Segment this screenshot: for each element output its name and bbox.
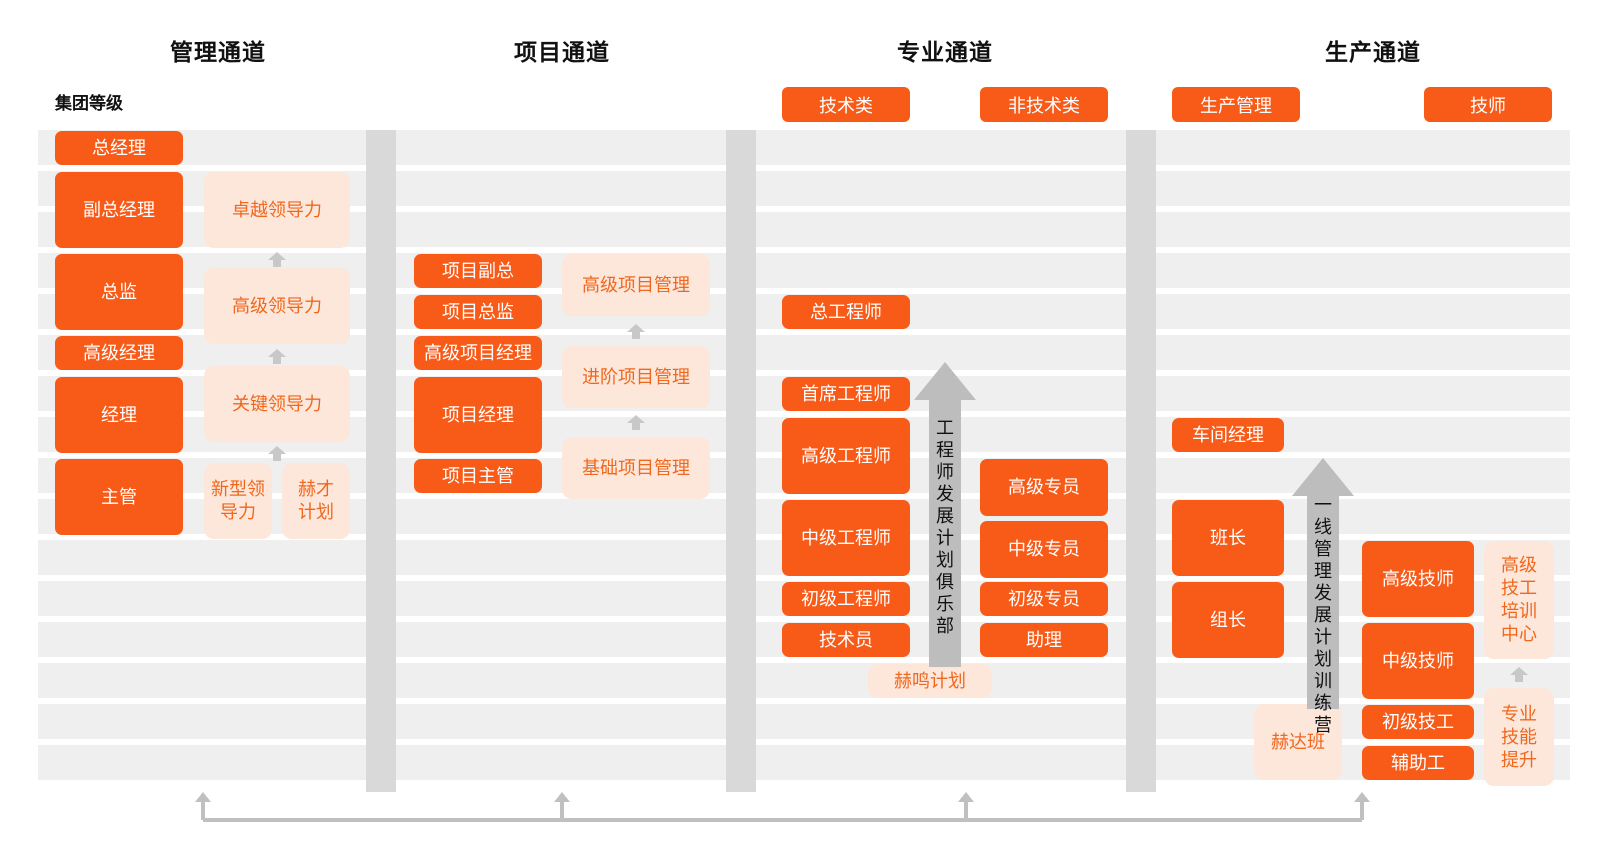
tag-non-technical: 非技术类: [980, 87, 1108, 122]
program-senior-project-mgmt: 高级项目管理: [562, 254, 710, 316]
vertical-char: 发: [936, 484, 954, 505]
prod-junior-technician: 初级技工: [1362, 705, 1474, 739]
tag-production-management: 生产管理: [1172, 87, 1300, 122]
column-divider: [366, 130, 396, 792]
nontech-junior-specialist: 初级专员: [980, 582, 1108, 616]
group-level-label: 集团等级: [55, 94, 123, 114]
vertical-char: 展: [936, 506, 954, 527]
mgmt-level-manager: 经理: [55, 377, 183, 453]
tech-technician: 技术员: [782, 623, 910, 657]
vertical-char: 营: [1314, 715, 1332, 736]
tag-technical: 技术类: [782, 87, 910, 122]
tech-senior-engineer: 高级工程师: [782, 418, 910, 494]
vertical-char: 乐: [936, 594, 954, 615]
vertical-char: 俱: [936, 572, 954, 593]
vertical-char: 理: [1314, 561, 1332, 582]
tech-principal-engineer: 首席工程师: [782, 377, 910, 411]
project-level-deputy-gm: 项目副总: [414, 254, 542, 288]
nontech-mid-specialist: 中级专员: [980, 521, 1108, 578]
up-arrow-icon: [1510, 667, 1528, 682]
vertical-char: 工: [936, 418, 954, 439]
engineer-club-label: 工程师发展计划俱乐部: [934, 418, 956, 638]
mgmt-level-director: 总监: [55, 254, 183, 330]
row-band: [38, 130, 1570, 165]
program-advanced-project-mgmt: 进阶项目管理: [562, 346, 710, 408]
vertical-char: 展: [1314, 605, 1332, 626]
prod-workshop-manager: 车间经理: [1172, 418, 1284, 452]
prod-team-leader: 班长: [1172, 500, 1284, 576]
up-arrow-icon: [268, 446, 286, 461]
vertical-char: 发: [1314, 583, 1332, 604]
project-level-director: 项目总监: [414, 295, 542, 329]
program-excellent-leadership: 卓越领导力: [204, 172, 350, 248]
program-heming: 赫鸣计划: [868, 664, 992, 698]
header-production: 生产通道: [1325, 40, 1421, 66]
tech-junior-engineer: 初级工程师: [782, 582, 910, 616]
header-professional: 专业通道: [897, 40, 993, 66]
program-heda: 赫达班: [1254, 704, 1342, 780]
mgmt-level-senior-manager: 高级经理: [55, 336, 183, 370]
up-arrow-icon: [268, 349, 286, 364]
vertical-char: 划: [936, 550, 954, 571]
frontline-camp-arrow: [1292, 458, 1354, 709]
up-arrow-icon: [627, 324, 645, 339]
vertical-char: 计: [936, 528, 954, 549]
vertical-char: 划: [1314, 649, 1332, 670]
tech-chief-engineer: 总工程师: [782, 295, 910, 329]
header-management: 管理通道: [170, 40, 266, 66]
program-key-leadership: 关键领导力: [204, 366, 350, 442]
prod-senior-technician: 高级技师: [1362, 541, 1474, 617]
program-senior-leadership: 高级领导力: [204, 268, 350, 344]
up-arrow-icon: [1354, 792, 1370, 802]
vertical-char: 训: [1314, 671, 1332, 692]
program-basic-project-mgmt: 基础项目管理: [562, 437, 710, 499]
nontech-assistant: 助理: [980, 623, 1108, 657]
up-arrow-icon: [195, 792, 211, 802]
vertical-char: 师: [936, 462, 954, 483]
prod-mid-technician: 中级技师: [1362, 623, 1474, 699]
program-new-leadership: 新型领导力: [204, 463, 272, 539]
tech-mid-engineer: 中级工程师: [782, 500, 910, 576]
nontech-senior-specialist: 高级专员: [980, 459, 1108, 516]
up-arrow-icon: [627, 415, 645, 430]
program-hecai: 赫才计划: [282, 463, 350, 539]
up-arrow-icon: [958, 792, 974, 802]
project-level-pm: 项目经理: [414, 377, 542, 453]
vertical-char: 练: [1314, 693, 1332, 714]
up-arrow-icon: [268, 252, 286, 267]
engineer-club-arrow: [914, 362, 976, 667]
mgmt-level-gm: 总经理: [55, 131, 183, 165]
column-divider: [1126, 130, 1156, 792]
mgmt-level-supervisor: 主管: [55, 459, 183, 535]
vertical-char: 管: [1314, 539, 1332, 560]
mgmt-level-deputy-gm: 副总经理: [55, 172, 183, 248]
column-divider: [726, 130, 756, 792]
prod-group-leader: 组长: [1172, 582, 1284, 658]
header-project: 项目通道: [514, 40, 610, 66]
project-level-senior-pm: 高级项目经理: [414, 336, 542, 370]
vertical-char: 计: [1314, 627, 1332, 648]
frontline-camp-label: 一线管理发展计划训练营: [1312, 495, 1334, 737]
up-arrow-icon: [554, 792, 570, 802]
tag-technician: 技师: [1424, 87, 1552, 122]
vertical-char: 部: [936, 616, 954, 637]
vertical-char: 程: [936, 440, 954, 461]
vertical-char: 一: [1314, 495, 1332, 516]
project-level-supervisor: 项目主管: [414, 459, 542, 493]
program-skill-upgrade: 专业技能提升: [1484, 688, 1554, 786]
program-training-center: 高级技工培训中心: [1484, 541, 1554, 659]
vertical-char: 线: [1314, 517, 1332, 538]
prod-aux-worker: 辅助工: [1362, 746, 1474, 780]
